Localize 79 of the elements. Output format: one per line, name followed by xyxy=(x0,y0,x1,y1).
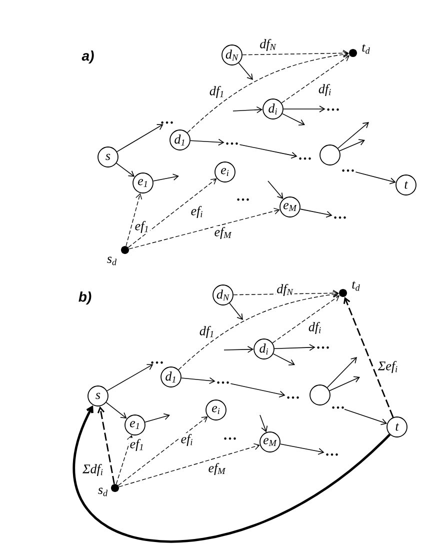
ellipsis: … xyxy=(237,198,249,201)
edge-label: ef$_{1}$ xyxy=(134,220,150,234)
arrow xyxy=(97,406,115,484)
curved-arrow xyxy=(73,405,391,542)
arrow xyxy=(152,174,179,182)
ellipsis: … xyxy=(299,157,311,160)
vertex-circle xyxy=(320,144,340,166)
arrow xyxy=(239,144,298,159)
arrow xyxy=(232,106,263,114)
arrow xyxy=(338,122,369,149)
ellipsis: … xyxy=(151,361,163,364)
arrow xyxy=(280,444,324,455)
edge-label: ef$_{M}$ xyxy=(207,462,227,476)
arrow xyxy=(116,124,164,152)
arrow xyxy=(260,414,268,432)
ellipsis: … xyxy=(317,346,329,349)
edge-label: ef$_{M}$ xyxy=(213,226,233,240)
arrow xyxy=(300,208,332,218)
arrow xyxy=(355,172,396,184)
vertex-circle xyxy=(310,384,330,406)
arrow xyxy=(283,106,326,112)
arrow xyxy=(187,51,349,133)
arrow xyxy=(106,402,127,419)
arrow xyxy=(116,434,134,484)
arrow xyxy=(344,408,388,426)
arrow xyxy=(281,55,350,104)
arrow xyxy=(343,296,394,418)
edge-label: df$_{1}$ xyxy=(208,85,226,99)
edge-label: df$_{N}$ xyxy=(258,38,278,52)
arrow xyxy=(144,413,170,423)
node-label: s$_{d}$ xyxy=(98,488,108,496)
arrow xyxy=(274,344,316,351)
arrow xyxy=(326,357,357,388)
arrow xyxy=(230,383,286,398)
arrow xyxy=(106,364,154,392)
arrow xyxy=(268,180,284,200)
arrow xyxy=(128,178,217,248)
arrow xyxy=(224,346,254,353)
arrow xyxy=(118,443,260,488)
panel-label: a) xyxy=(82,50,94,64)
ellipsis: … xyxy=(334,216,346,219)
panel-label: b) xyxy=(78,291,92,305)
arrow xyxy=(272,353,295,366)
ellipsis: … xyxy=(217,381,229,384)
arrow xyxy=(190,138,224,146)
ellipsis: … xyxy=(342,169,354,172)
edge-label: ef$_{i}$ xyxy=(190,205,204,219)
edge-label: df$_{1}$ xyxy=(198,325,216,339)
ellipsis: … xyxy=(226,142,238,145)
edge-label: df$_{i}$ xyxy=(307,321,323,335)
arrow xyxy=(233,290,339,297)
arrow xyxy=(242,50,349,56)
edge-label: Σef$_{i}$ xyxy=(376,360,400,374)
arrow xyxy=(238,62,253,80)
arrow xyxy=(178,291,339,370)
arrow xyxy=(126,193,142,246)
arrow xyxy=(282,113,305,126)
edge-label: ef$_{i}$ xyxy=(180,433,194,447)
arrow xyxy=(272,295,340,344)
arrow xyxy=(181,377,216,384)
arrow xyxy=(128,208,280,250)
arrow xyxy=(329,376,360,392)
node-label: t$_{d}$ xyxy=(362,44,370,54)
edge-label: df$_{i}$ xyxy=(317,83,333,97)
edge-label: ef$_{1}$ xyxy=(128,438,146,452)
edge-label: df$_{N}$ xyxy=(276,283,294,297)
edge-label: Σdf$_{i}$ xyxy=(82,463,104,477)
ellipsis: … xyxy=(332,406,344,409)
node-label: s$_{d}$ xyxy=(107,256,117,266)
arrow xyxy=(116,162,135,177)
arrow xyxy=(339,139,365,152)
node-label: t$_{d}$ xyxy=(352,281,360,291)
arrow xyxy=(118,416,208,486)
arrow xyxy=(229,302,243,320)
ellipsis: … xyxy=(326,453,338,456)
ellipsis: … xyxy=(224,437,236,440)
ellipsis: … xyxy=(287,396,299,399)
ellipsis: … xyxy=(161,121,173,124)
ellipsis: … xyxy=(327,108,339,111)
